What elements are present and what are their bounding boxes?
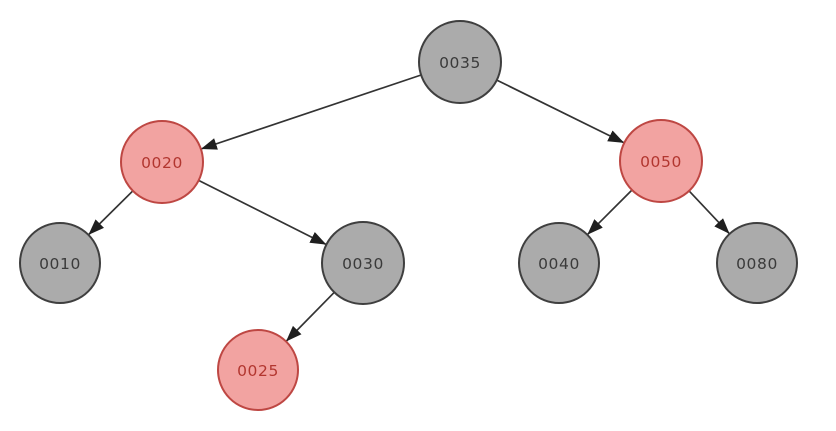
tree-node-0050[interactable]: 0050 [619,119,703,203]
node-circle [619,119,703,203]
node-circle [19,222,101,304]
tree-node-0025[interactable]: 0025 [217,329,299,411]
edge-0035-0020 [200,74,422,150]
tree-node-0030[interactable]: 0030 [321,221,405,305]
node-circle [518,222,600,304]
tree-node-0020[interactable]: 0020 [120,120,204,204]
tree-node-0080[interactable]: 0080 [716,222,798,304]
edge-0050-0040 [586,189,633,236]
node-circle [217,329,299,411]
tree-node-0010[interactable]: 0010 [19,222,101,304]
edge-0020-0030 [198,179,327,246]
tree-node-0040[interactable]: 0040 [518,222,600,304]
node-circle [716,222,798,304]
edge-layer [87,74,731,343]
tree-node-0035[interactable]: 0035 [418,20,502,104]
node-circle [120,120,204,204]
node-circle [418,20,502,104]
edge-0050-0080 [688,190,731,235]
edge-0035-0050 [496,79,625,144]
edge-0030-0025 [285,291,335,343]
node-circle [321,221,405,305]
edge-0020-0010 [87,190,134,236]
